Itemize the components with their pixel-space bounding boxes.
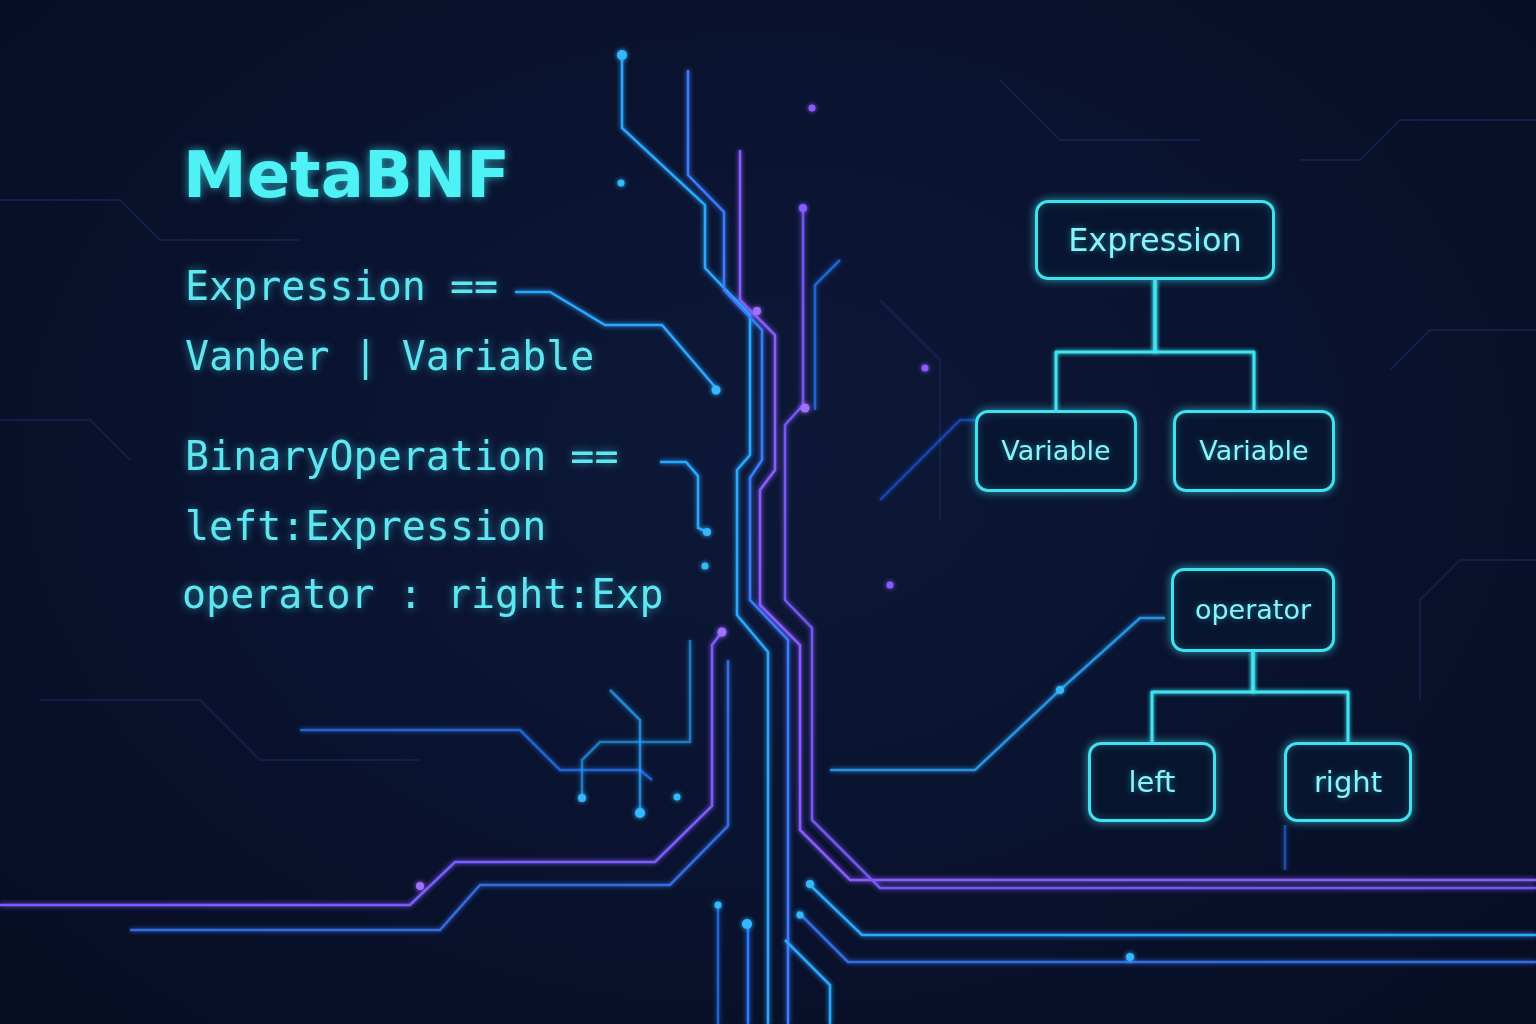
grammar-line: operator : right:Exp [182, 570, 664, 618]
circuit-traces [0, 55, 1536, 1024]
node-text-column: operator [1195, 594, 1311, 626]
grammar-line: Expression == [185, 262, 498, 310]
node-text-column: left [1129, 765, 1176, 800]
grammar-line: Vanber | Variable [185, 332, 594, 380]
grammar-line: BinaryOperation == [185, 432, 618, 480]
node-text-column: Variable [1199, 435, 1308, 467]
tree-connector [1155, 280, 1254, 410]
node-label: Expression [1068, 221, 1242, 259]
tree-node-box: left [1088, 742, 1216, 822]
tree-node-box: operator [1171, 568, 1335, 652]
node-label: Variable [1199, 435, 1308, 467]
tree-node-box: right [1284, 742, 1412, 822]
node-label: left [1129, 765, 1176, 800]
tree-connector [1253, 652, 1348, 742]
tree-node-box: Variable [975, 410, 1137, 492]
node-label: right [1314, 765, 1382, 800]
diagram-title: MetaBNF [183, 137, 510, 214]
tree-node-box: Expression [1035, 200, 1275, 280]
node-text-column: Expression [1068, 221, 1242, 259]
node-label: Variable [1001, 435, 1110, 467]
tree-node-box: Variable [1173, 410, 1335, 492]
node-text-column: right [1314, 765, 1382, 800]
node-label: operator [1195, 594, 1311, 626]
grammar-line: left:Expression [185, 502, 546, 550]
node-text-column: Variable [1001, 435, 1110, 467]
tree-connector [1152, 652, 1253, 742]
tree-connector [1056, 280, 1155, 410]
tree-connector [1253, 492, 1256, 568]
